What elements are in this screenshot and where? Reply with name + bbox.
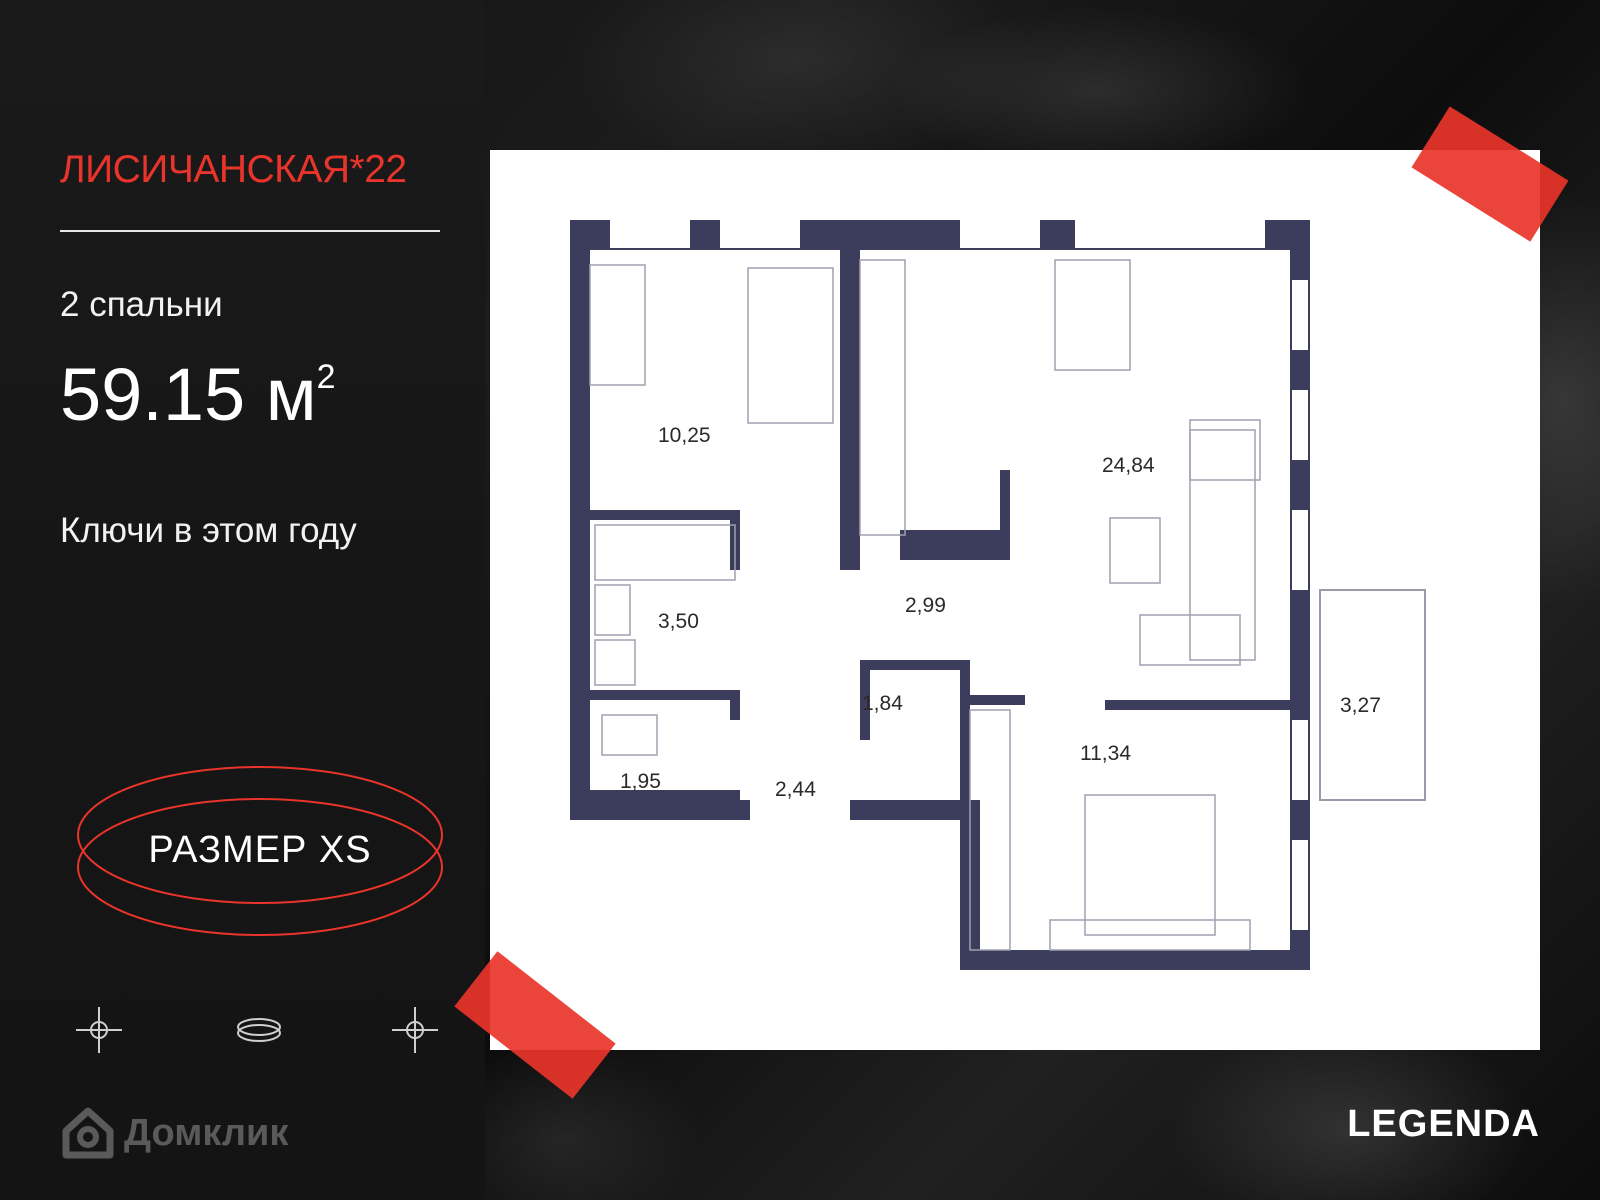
room-area-entry: 2,44: [775, 778, 816, 801]
room-area-balcony: 3,27: [1340, 694, 1381, 717]
room-area-bathroom: 3,50: [658, 610, 699, 633]
info-panel: [0, 0, 485, 1200]
crosshair-icon: [76, 1007, 122, 1053]
ring-icon: [237, 1018, 281, 1042]
size-badge-ellipses: [77, 766, 443, 936]
room-area-toilet: 1,95: [620, 770, 661, 793]
floor-plan-card: 10,25 24,84 3,50 2,99 1,84 1,95 2,44 11,…: [490, 150, 1540, 1050]
domclick-name: Домклик: [124, 1111, 289, 1154]
crosshair-icon: [392, 1007, 438, 1053]
apartment-area: 59.15 м2: [60, 352, 336, 437]
domclick-house-icon: [62, 1107, 114, 1159]
project-title: ЛИСИЧАНСКАЯ*22: [60, 148, 407, 191]
room-area-closet: 1,84: [862, 692, 903, 715]
furniture: [589, 259, 1261, 951]
title-divider: [60, 230, 440, 232]
area-unit-superscript: 2: [316, 358, 336, 396]
balcony-outline: [1319, 589, 1426, 801]
developer-logo: LEGENDA: [1347, 1103, 1540, 1145]
keys-handover: Ключи в этом году: [60, 511, 357, 550]
size-label: РАЗМЕР XS: [148, 828, 372, 871]
room-area-bedroom-small: 10,25: [658, 424, 711, 447]
room-area-bedroom-master: 11,34: [1080, 742, 1131, 765]
room-area-hall: 2,99: [905, 594, 946, 617]
area-value: 59.15 м: [60, 353, 317, 436]
size-badge: РАЗМЕР XS: [70, 755, 450, 945]
windows: [610, 220, 1308, 930]
room-area-living-kitchen: 24,84: [1102, 454, 1155, 477]
domclick-logo: Домклик: [60, 1105, 288, 1161]
bedrooms-count: 2 спальни: [60, 285, 223, 324]
floor-plan: 10,25 24,84 3,50 2,99 1,84 1,95 2,44 11,…: [570, 220, 1426, 970]
